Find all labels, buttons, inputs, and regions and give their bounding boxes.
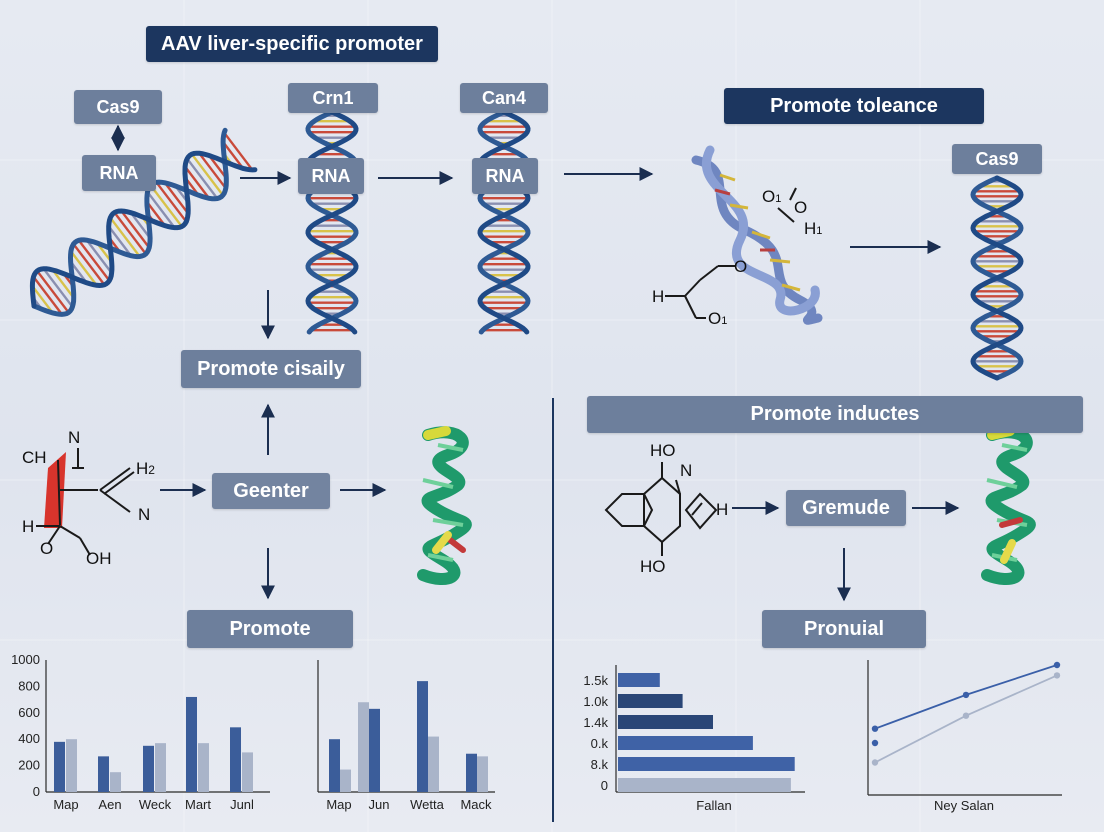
tangled-helix-icon: [691, 145, 823, 325]
bar: [143, 745, 154, 792]
label-promote-cisaily: Promote cisaily: [181, 350, 361, 388]
mid-molecule-structure: [665, 187, 797, 319]
bar: [618, 778, 791, 792]
protein-ribbon-left-icon: [417, 426, 472, 585]
x-tick-label: Map: [326, 797, 351, 812]
x-axis-label: Fallan: [696, 798, 731, 813]
label-promote: Promote: [187, 610, 353, 648]
bar: [155, 743, 166, 792]
bar: [110, 772, 121, 792]
chart-2: Map Jun Wetta Mack: [326, 681, 492, 812]
x-tick-label: Junl: [230, 797, 254, 812]
label-can4: Can4: [460, 83, 548, 113]
y-tick-label: 600: [18, 705, 40, 720]
y-tick-label: 200: [18, 758, 40, 773]
bar: [198, 743, 209, 792]
right-molecule-structure: [604, 462, 718, 556]
y-tick-label: 800: [18, 678, 40, 693]
label-gremude: Gremude: [786, 490, 906, 526]
y-tick-label: 1.5k: [583, 673, 608, 688]
label-cas9-right: Cas9: [952, 144, 1042, 174]
x-tick-label: Wetta: [410, 797, 444, 812]
y-tick-label: 0.k: [591, 736, 609, 751]
bar: [242, 752, 253, 792]
label-rna-right: RNA: [472, 158, 538, 194]
x-tick-label: Jun: [369, 797, 390, 812]
bar: [54, 741, 65, 792]
label-cas9: Cas9: [74, 90, 162, 124]
label-pronuial: Pronuial: [762, 610, 926, 648]
x-tick-label: Mart: [185, 797, 211, 812]
y-tick-label: 1.4k: [583, 715, 608, 730]
bar: [66, 739, 77, 792]
bar: [98, 756, 109, 792]
left-molecule-structure: [36, 448, 135, 556]
bar: [618, 694, 683, 708]
y-tick-label: 0: [601, 778, 608, 793]
y-tick-label: 400: [18, 731, 40, 746]
dna-helix-crn1-icon: [305, 109, 359, 335]
data-point: [871, 725, 879, 732]
y-tick-label: 8.k: [591, 757, 609, 772]
data-point: [871, 759, 879, 766]
x-tick-label: Map: [53, 797, 78, 812]
flow-arrows: [111, 124, 960, 602]
bar: [618, 736, 753, 750]
bar: [329, 739, 340, 792]
data-point: [962, 712, 970, 719]
dna-helix-diagonal-icon: [29, 127, 258, 317]
label-rna-left: RNA: [82, 155, 156, 191]
bar: [369, 708, 380, 792]
label-crn1: Crn1: [288, 83, 378, 113]
y-tick-label: 0: [33, 784, 40, 799]
bar: [618, 715, 713, 729]
x-tick-label: Mack: [460, 797, 492, 812]
label-promote-toleance: Promote toleance: [724, 88, 984, 124]
bar: [340, 769, 351, 792]
bar: [618, 757, 795, 771]
y-tick-label: 1.0k: [583, 694, 608, 709]
label-promote-inductes: Promote inductes: [587, 396, 1083, 433]
y-tick-label: 1000: [11, 652, 40, 667]
bar: [428, 736, 439, 792]
chart-4: Ney Salan: [871, 661, 1061, 813]
x-tick-label: Weck: [139, 797, 172, 812]
data-point: [1053, 672, 1061, 679]
bar: [230, 727, 241, 792]
protein-ribbon-right-icon: [981, 426, 1036, 585]
dna-helix-cas9-icon: [970, 175, 1024, 381]
bar: [477, 756, 488, 792]
bar: [358, 702, 369, 792]
data-point: [1053, 661, 1061, 669]
data-point: [962, 691, 970, 699]
label-geenter: Geenter: [212, 473, 330, 509]
bar: [186, 696, 197, 792]
bar: [618, 673, 660, 687]
bar: [466, 753, 477, 792]
bar: [417, 681, 428, 792]
dna-helix-can4-icon: [477, 109, 531, 335]
label-rna-mid: RNA: [298, 158, 364, 194]
x-axis-label: Ney Salan: [934, 798, 994, 813]
page-title: AAV liver-specific promoter: [146, 26, 438, 62]
data-point: [871, 739, 879, 747]
x-tick-label: Aen: [98, 797, 121, 812]
